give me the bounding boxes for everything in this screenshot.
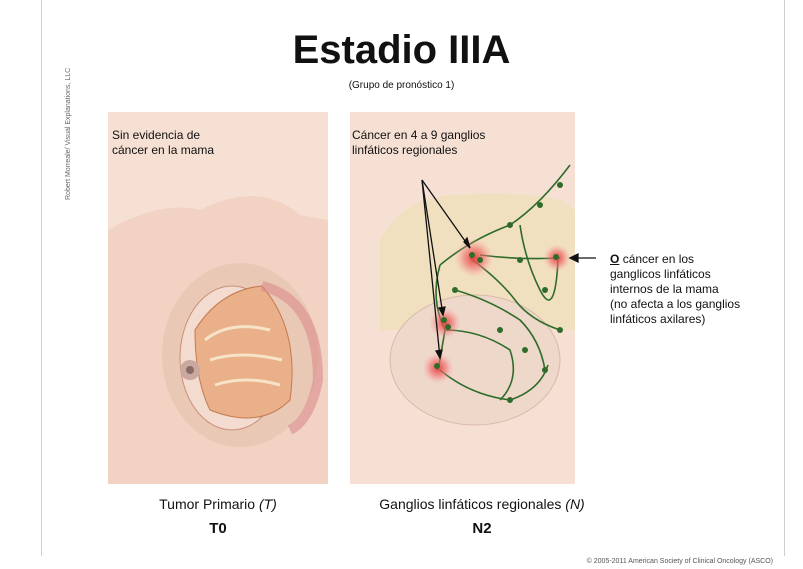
right-note-line: Cáncer en 4 a 9 ganglios xyxy=(352,128,486,142)
left-note: Sin evidencia de cáncer en la mama xyxy=(112,128,214,158)
or-lead: O xyxy=(610,252,620,266)
copyright-notice: © 2005-2011 American Society of Clinical… xyxy=(586,558,773,565)
internal-nodes-note: O cáncer en los ganglicos linfáticos int… xyxy=(610,252,740,327)
alt-note-line: (no afecta a los ganglios xyxy=(610,297,741,311)
left-caption: Tumor Primario (T) xyxy=(108,496,328,512)
n-stage-label: N2 xyxy=(472,520,492,537)
alt-note-line: ganglicos linfáticos xyxy=(610,267,711,281)
t-stage-label: T0 xyxy=(209,520,227,537)
left-breast-illustration xyxy=(108,112,328,484)
right-caption-text: Ganglios linfáticos regionales xyxy=(379,496,562,512)
right-caption: Ganglios linfáticos regionales (N) xyxy=(352,496,612,512)
stage-title: Estadio IIIA xyxy=(292,28,511,72)
right-caption-italic: (N) xyxy=(565,496,585,512)
right-note-line: linfáticos regionales xyxy=(352,143,458,157)
right-chest-illustration xyxy=(350,112,575,484)
pointer-lines xyxy=(421,179,596,360)
left-note-line: Sin evidencia de xyxy=(112,128,201,142)
left-caption-italic: (T) xyxy=(258,496,277,512)
prognostic-group: (Grupo de pronóstico 1) xyxy=(348,80,455,91)
alt-note-line: cáncer en los xyxy=(622,252,695,266)
left-caption-text: Tumor Primario xyxy=(159,496,256,512)
right-note: Cáncer en 4 a 9 ganglios linfáticos regi… xyxy=(352,128,485,158)
alt-note-line: internos de la mama xyxy=(610,282,719,296)
alt-note-line: linfáticos axilares) xyxy=(610,312,706,326)
left-note-line: cáncer en la mama xyxy=(112,143,215,157)
image-frame xyxy=(41,0,785,556)
